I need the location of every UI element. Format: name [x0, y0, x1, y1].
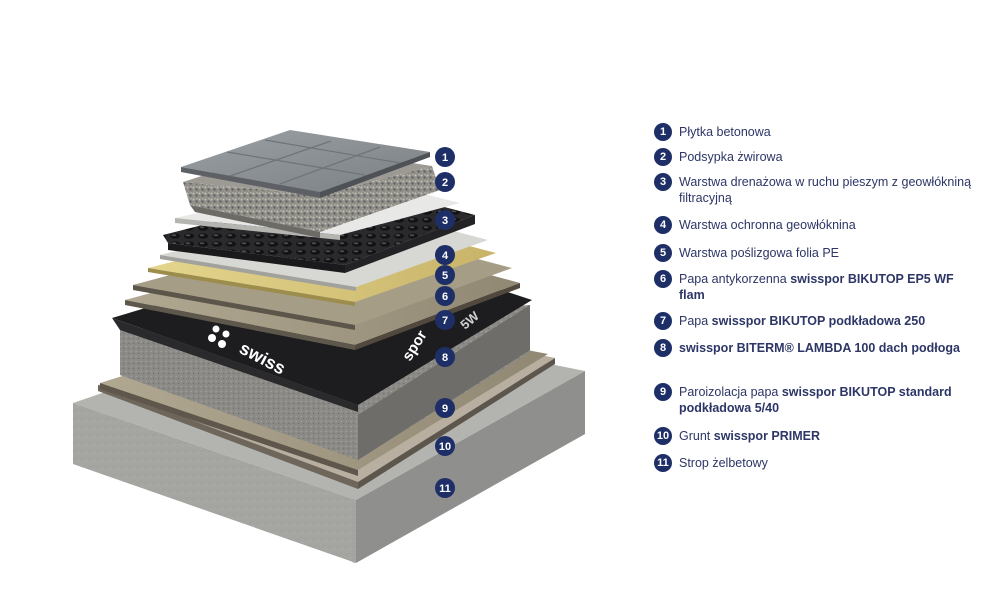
- legend-number-badge: 10: [654, 427, 672, 445]
- legend-label-part: Warstwa poślizgowa folia PE: [679, 246, 840, 260]
- svg-text:11: 11: [439, 483, 451, 495]
- diagram-badge-4: 4: [435, 245, 455, 265]
- legend-item-6: 6 Papa antykorzenna swisspor BIKUTOP EP5 …: [654, 270, 974, 312]
- legend-label-bold-part: swisspor BITERM® LAMBDA 100 dach podłoga: [679, 341, 960, 355]
- svg-text:10: 10: [439, 441, 451, 453]
- diagram-badge-7: 7: [435, 310, 455, 330]
- legend-label: Warstwa drenażowa w ruchu pieszym z geow…: [679, 173, 974, 206]
- legend-number-badge: 2: [654, 148, 672, 166]
- diagram-badge-5: 5: [435, 265, 455, 285]
- legend-label: Grunt swisspor PRIMER: [679, 427, 820, 444]
- diagram-badge-11: 11: [435, 478, 455, 498]
- svg-text:5: 5: [442, 270, 448, 282]
- legend-item-7: 7 Papa swisspor BIKUTOP podkładowa 250: [654, 312, 974, 339]
- legend-label: Paroizolacja papa swisspor BIKUTOP stand…: [679, 383, 974, 416]
- legend-number-badge: 3: [654, 173, 672, 191]
- legend-number-badge: 6: [654, 270, 672, 288]
- diagram-badge-3: 3: [435, 210, 455, 230]
- legend-item-3: 3 Warstwa drenażowa w ruchu pieszym z geo…: [654, 173, 974, 216]
- legend-label: Strop żelbetowy: [679, 454, 768, 471]
- legend-label: Papa antykorzenna swisspor BIKUTOP EP5 W…: [679, 270, 974, 303]
- legend-label-part: Strop żelbetowy: [679, 456, 768, 470]
- legend-label-part: Papa: [679, 314, 712, 328]
- svg-text:7: 7: [442, 315, 448, 327]
- diagram-badge-6: 6: [435, 286, 455, 306]
- legend-label: Warstwa ochronna geowłóknina: [679, 216, 856, 233]
- diagram-badge-9: 9: [435, 398, 455, 418]
- legend-label-part: Podsypka żwirowa: [679, 150, 783, 164]
- legend-number-badge: 7: [654, 312, 672, 330]
- legend-label-part: Płytka betonowa: [679, 125, 771, 139]
- legend-label: Płytka betonowa: [679, 123, 771, 140]
- svg-text:3: 3: [442, 215, 448, 227]
- legend-label-part: Warstwa drenażowa w ruchu pieszym z geow…: [679, 175, 972, 205]
- diagram-badge-1: 1: [435, 147, 455, 167]
- layer-1-concrete-tiles: [181, 130, 430, 198]
- legend-item-1: 1 Płytka betonowa: [654, 123, 974, 148]
- legend-label: Papa swisspor BIKUTOP podkładowa 250: [679, 312, 925, 329]
- legend-item-4: 4 Warstwa ochronna geowłóknina: [654, 216, 974, 244]
- legend-label-bold-part: swisspor PRIMER: [713, 429, 821, 443]
- legend-number-badge: 9: [654, 383, 672, 401]
- diagram-badges: 1 2 3 4 5 6 7 8 9 10 11: [435, 147, 455, 498]
- svg-text:1: 1: [442, 152, 448, 164]
- legend-item-11: 11 Strop żelbetowy: [654, 454, 974, 481]
- legend-number-badge: 11: [654, 454, 672, 472]
- svg-text:4: 4: [442, 250, 449, 262]
- legend-item-10: 10 Grunt swisspor PRIMER: [654, 427, 974, 454]
- legend-number-badge: 5: [654, 244, 672, 262]
- svg-text:2: 2: [442, 177, 448, 189]
- legend-label-part: Papa antykorzenna: [679, 272, 791, 286]
- legend-label-part: Warstwa ochronna geowłóknina: [679, 218, 856, 232]
- svg-text:6: 6: [442, 291, 448, 303]
- svg-text:8: 8: [442, 352, 448, 364]
- legend-label-part: Paroizolacja papa: [679, 385, 782, 399]
- legend-label: Warstwa poślizgowa folia PE: [679, 244, 839, 261]
- legend-label-bold-part: swisspor BIKUTOP podkładowa 250: [711, 314, 926, 328]
- legend-label: swisspor BITERM® LAMBDA 100 dach podłoga: [679, 339, 960, 356]
- legend-item-8: 8 swisspor BITERM® LAMBDA 100 dach podłog…: [654, 339, 974, 383]
- legend-number-badge: 8: [654, 339, 672, 357]
- diagram-badge-10: 10: [435, 436, 455, 456]
- legend-item-9: 9 Paroizolacja papa swisspor BIKUTOP stan…: [654, 383, 974, 427]
- legend-number-badge: 1: [654, 123, 672, 141]
- legend-item-2: 2 Podsypka żwirowa: [654, 148, 974, 173]
- legend-label-bold-part: swisspor BIKUTOP standard podkładowa 5/4…: [679, 385, 952, 415]
- legend-label-bold-part: swisspor BIKUTOP EP5 WF flam: [679, 272, 954, 302]
- legend-number-badge: 4: [654, 216, 672, 234]
- diagram-badge-8: 8: [435, 347, 455, 367]
- legend-label-part: Grunt: [679, 429, 714, 443]
- legend-label: Podsypka żwirowa: [679, 148, 783, 165]
- diagram-badge-2: 2: [435, 172, 455, 192]
- svg-text:9: 9: [442, 403, 448, 415]
- legend-item-5: 5 Warstwa poślizgowa folia PE: [654, 244, 974, 270]
